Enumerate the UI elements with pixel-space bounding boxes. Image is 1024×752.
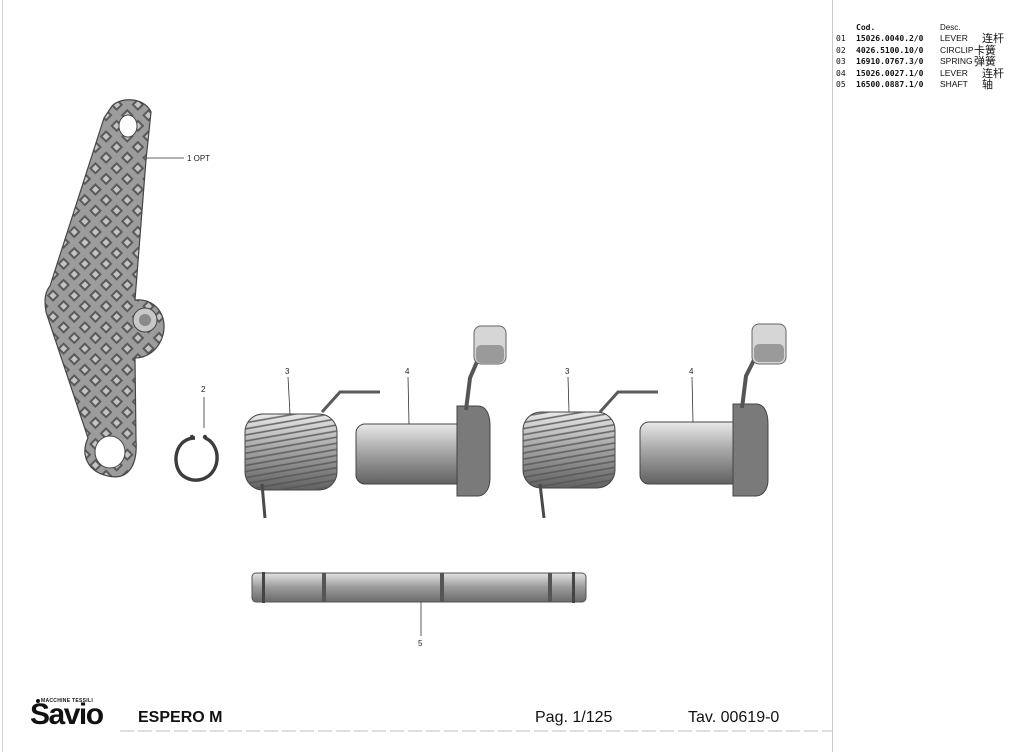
drawing-table-divider bbox=[832, 0, 833, 752]
header-desc: Desc. bbox=[940, 23, 961, 32]
leader-line-3-right bbox=[567, 376, 570, 413]
part-description: CIRCLIP bbox=[940, 44, 974, 55]
leader-line-3-left bbox=[287, 376, 291, 415]
callout-label-1: 1 OPT bbox=[187, 154, 211, 163]
parts-table-header: Cod. Desc. bbox=[836, 22, 1022, 33]
callout-label-5: 5 bbox=[418, 639, 423, 648]
table-row: 04 15026.0027.1/0 LEVER 连杆 bbox=[836, 68, 1022, 80]
part-position: 04 bbox=[836, 68, 846, 78]
part-description-zh: 连杆 bbox=[982, 66, 1004, 80]
logo-wordmark: Savio bbox=[30, 698, 104, 731]
logo-tagline-text: MACCHINE TESSILI bbox=[41, 698, 94, 704]
part-position: 05 bbox=[836, 80, 846, 90]
spring-part-3-left bbox=[244, 390, 380, 519]
shaft-part-5 bbox=[251, 572, 587, 603]
left-margin-line bbox=[2, 0, 3, 752]
part-code: 15026.0040.2/0 bbox=[856, 34, 924, 43]
part-description-zh: 卡簧 bbox=[974, 43, 996, 57]
part-description-zh: 连杆 bbox=[982, 32, 1004, 45]
part-code: 16910.0767.3/0 bbox=[856, 57, 924, 67]
callout-label-2: 2 bbox=[201, 385, 206, 394]
part-position: 01 bbox=[836, 34, 846, 43]
callout-label-4-right: 4 bbox=[689, 367, 694, 376]
part-description-zh: 轴 bbox=[982, 78, 993, 92]
part-description-zh: 弹簧 bbox=[974, 55, 996, 69]
lever-part-1 bbox=[44, 99, 165, 478]
callout-label-4-left: 4 bbox=[405, 367, 410, 376]
parts-list-table: Cod. Desc. 01 15026.0040.2/0 LEVER 连杆 02… bbox=[836, 22, 1022, 91]
part-description: LEVER bbox=[940, 33, 968, 43]
header-code: Cod. bbox=[856, 23, 876, 32]
table-row: 05 16500.0887.1/0 SHAFT 轴 bbox=[836, 79, 1022, 91]
bushing-part-4-right bbox=[639, 323, 787, 497]
part-position: 03 bbox=[836, 57, 846, 67]
part-code: 15026.0027.1/0 bbox=[856, 68, 924, 78]
table-row: 02 4026.5100.10/0 CIRCLIP 卡簧 bbox=[836, 45, 1022, 57]
part-code: 4026.5100.10/0 bbox=[856, 45, 924, 55]
part-code: 16500.0887.1/0 bbox=[856, 80, 924, 90]
part-position: 02 bbox=[836, 45, 846, 55]
callout-label-3-left: 3 bbox=[285, 367, 290, 376]
leader-line-4-left bbox=[407, 376, 410, 425]
logo-dot-icon bbox=[36, 698, 40, 703]
logo-tagline: MACCHINE TESSILI bbox=[35, 698, 93, 704]
leader-line-4-right bbox=[691, 376, 694, 423]
table-row: 03 16910.0767.3/0 SPRING 弹簧 bbox=[836, 56, 1022, 68]
circlip-part-2 bbox=[174, 434, 219, 482]
callout-label-3-right: 3 bbox=[565, 367, 570, 376]
model-name: ESPERO M bbox=[138, 709, 223, 726]
table-row: 01 15026.0040.2/0 LEVER 连杆 bbox=[836, 33, 1022, 45]
spring-part-3-right bbox=[522, 390, 658, 519]
part-description: SHAFT bbox=[940, 79, 968, 90]
page-number: Pag. 1/125 bbox=[535, 709, 613, 726]
exploded-parts-drawing bbox=[44, 99, 832, 732]
part-description: LEVER bbox=[940, 67, 968, 78]
part-description: SPRING bbox=[940, 56, 973, 67]
bushing-part-4-left bbox=[355, 325, 507, 497]
table-reference: Tav. 00619-0 bbox=[688, 709, 780, 726]
